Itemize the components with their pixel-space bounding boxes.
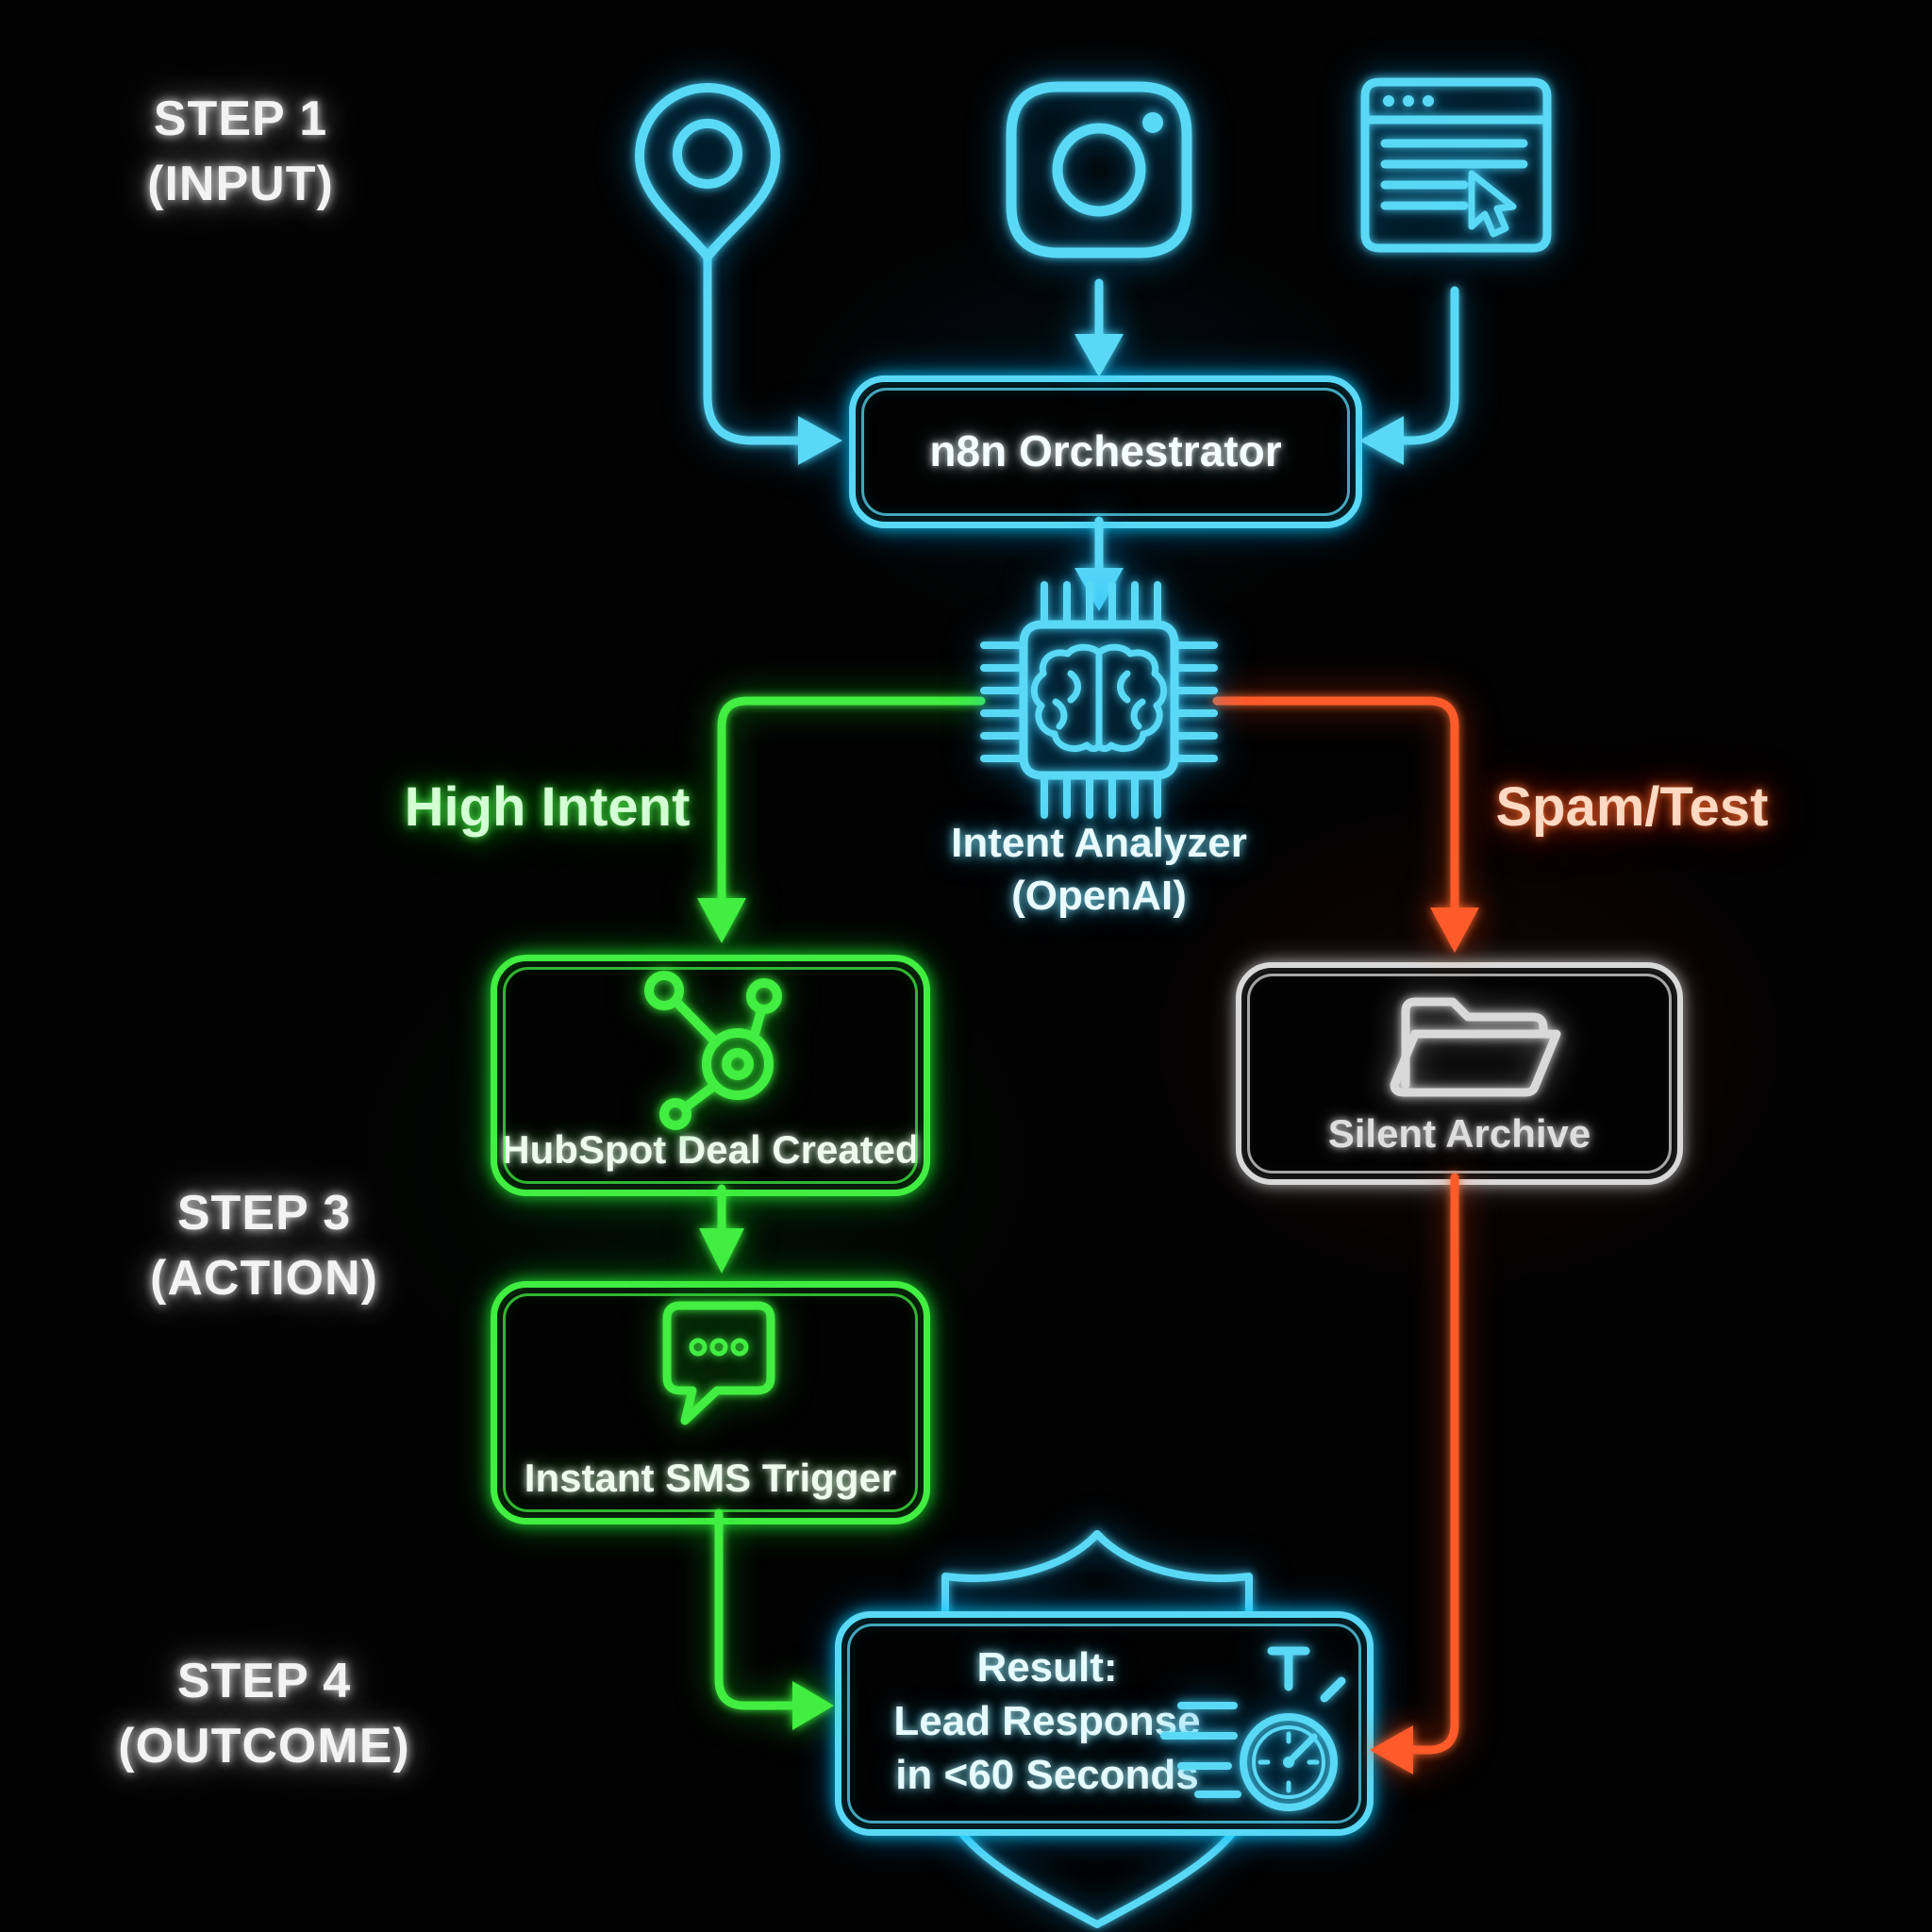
shield-outline [941, 1530, 1253, 1928]
shield-icon [941, 1530, 1253, 1928]
step3-label: STEP 3 (ACTION) [99, 1181, 429, 1310]
high-intent-label: High Intent [404, 776, 691, 838]
intent-analyzer-line1: Intent Analyzer [951, 820, 1247, 866]
step3-line1: STEP 3 [176, 1186, 352, 1241]
step4-line1: STEP 4 [176, 1654, 352, 1708]
orchestrator-node: n8n Orchestrator [849, 375, 1362, 528]
step1-label: STEP 1 (INPUT) [75, 87, 406, 216]
step4-line2: (OUTCOME) [118, 1718, 410, 1774]
step4-label: STEP 4 (OUTCOME) [80, 1649, 448, 1778]
step1-line2: (INPUT) [147, 156, 334, 211]
silent-archive-node: Silent Archive [1236, 962, 1683, 1185]
intent-analyzer-label: Intent Analyzer (OpenAI) [863, 817, 1335, 924]
intent-analyzer-line2: (OpenAI) [1011, 873, 1187, 920]
step1-line1: STEP 1 [153, 92, 328, 146]
spam-test-label: Spam/Test [1495, 776, 1769, 838]
step3-line2: (ACTION) [150, 1250, 378, 1306]
